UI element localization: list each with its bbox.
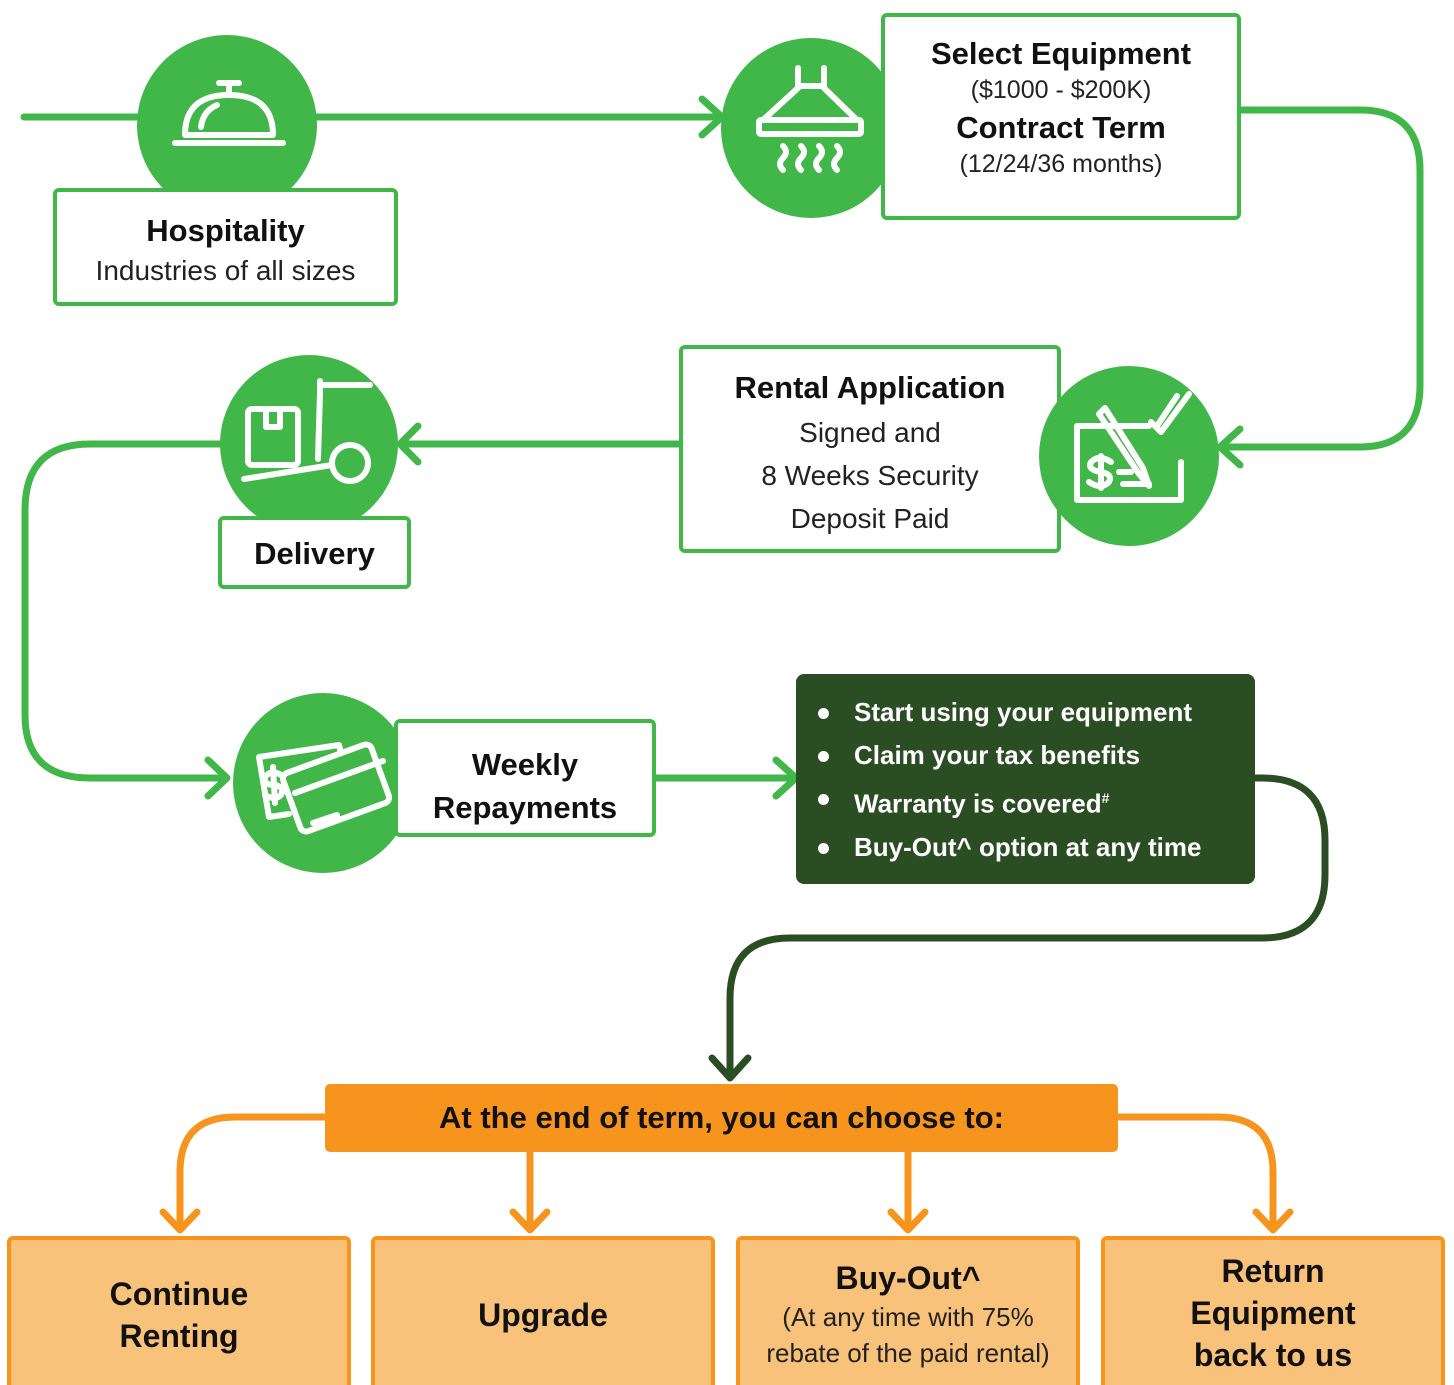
option-return-equipment: Return Equipment back to us (1101, 1236, 1445, 1385)
rental-application-circle (1039, 366, 1219, 546)
option-upgrade: Upgrade (371, 1236, 715, 1385)
arrowhead-buyout (887, 1208, 929, 1234)
connector-delivery-to-repayments (21, 440, 229, 782)
cloche-icon (172, 80, 286, 146)
rental-line-3: Deposit Paid (790, 503, 950, 534)
cards-icon (256, 741, 393, 835)
signed-cheque-icon (1074, 391, 1192, 503)
arrowhead-repayments (204, 756, 231, 800)
bullet-icon (818, 708, 829, 719)
benefits-list: Start using your equipment Claim your ta… (796, 691, 1255, 869)
select-equipment-title: Select Equipment (930, 36, 1192, 71)
arrowhead-delivery (396, 422, 422, 466)
benefit-item: Warranty is covered# (796, 777, 1255, 826)
option-buyout-line-1: (At any time with 75% (782, 1301, 1034, 1332)
benefit-text: Buy-Out^ option at any time (854, 831, 1202, 862)
benefit-footnote-mark: # (1101, 790, 1110, 806)
rental-line-1: Signed and (799, 417, 941, 448)
delivery-circle (220, 355, 398, 533)
benefit-text: Claim your tax benefits (854, 740, 1141, 770)
equipment-range: ($1000 - $200K) (970, 76, 1152, 104)
rental-application-box: Rental Application Signed and 8 Weeks Se… (679, 345, 1061, 553)
option-buy-out: Buy-Out^ (At any time with 75% rebate of… (736, 1236, 1080, 1385)
connector-select-to-rental (1216, 106, 1424, 451)
select-equipment-box: Select Equipment ($1000 - $200K) Contrac… (881, 13, 1241, 220)
option-continue-line-2: Renting (119, 1317, 239, 1354)
hospitality-circle (137, 35, 317, 215)
hand-truck-icon (241, 378, 373, 484)
delivery-box: Delivery (218, 516, 411, 589)
benefit-item: Start using your equipment (796, 691, 1255, 734)
contract-term-options: (12/24/36 months) (959, 150, 1163, 178)
connector-benefits-to-end (726, 774, 1329, 1079)
repayments-title-2: Repayments (432, 790, 618, 825)
connector-to-continue (176, 1113, 329, 1232)
arrowhead-upgrade (509, 1208, 551, 1234)
hospitality-title: Hospitality (146, 213, 305, 248)
rental-application-title: Rental Application (734, 370, 1006, 405)
option-buyout-line-2: rebate of the paid rental) (766, 1337, 1050, 1368)
benefit-text: Warranty is covered (854, 788, 1102, 819)
bullet-icon (818, 751, 829, 762)
arrowhead-end-banner (708, 1054, 752, 1082)
delivery-title: Delivery (254, 536, 375, 571)
repayments-box: Weekly Repayments (394, 719, 656, 837)
range-hood-icon (756, 65, 864, 173)
arrowhead-continue (159, 1208, 201, 1234)
arrowhead-rental (1216, 425, 1244, 469)
connector-to-return (1113, 1113, 1277, 1232)
bullet-icon (818, 794, 829, 805)
option-continue-line-1: Continue (109, 1275, 249, 1312)
hospitality-subtitle: Industries of all sizes (95, 255, 356, 286)
rental-line-2: 8 Weeks Security (761, 460, 979, 491)
option-buyout-title: Buy-Out^ (835, 1259, 981, 1296)
contract-term-title: Contract Term (956, 110, 1166, 145)
repayments-title-1: Weekly (471, 747, 579, 782)
bullet-icon (818, 842, 829, 854)
option-upgrade-label: Upgrade (478, 1296, 608, 1333)
benefit-item: Buy-Out^ option at any time (796, 826, 1255, 869)
end-of-term-banner: At the end of term, you can choose to: (325, 1084, 1118, 1152)
benefit-item: Claim your tax benefits (796, 734, 1255, 777)
hospitality-box: Hospitality Industries of all sizes (53, 188, 398, 306)
arrowhead-return (1252, 1208, 1294, 1234)
option-return-line-2: Equipment (1190, 1294, 1356, 1331)
repayments-circle (233, 693, 413, 873)
benefit-text: Start using your equipment (854, 697, 1193, 727)
option-return-line-1: Return (1221, 1252, 1325, 1289)
select-equipment-circle (721, 38, 901, 218)
benefits-box: Start using your equipment Claim your ta… (796, 674, 1255, 884)
option-continue-renting: Continue Renting (7, 1236, 351, 1385)
option-return-line-3: back to us (1193, 1336, 1353, 1373)
